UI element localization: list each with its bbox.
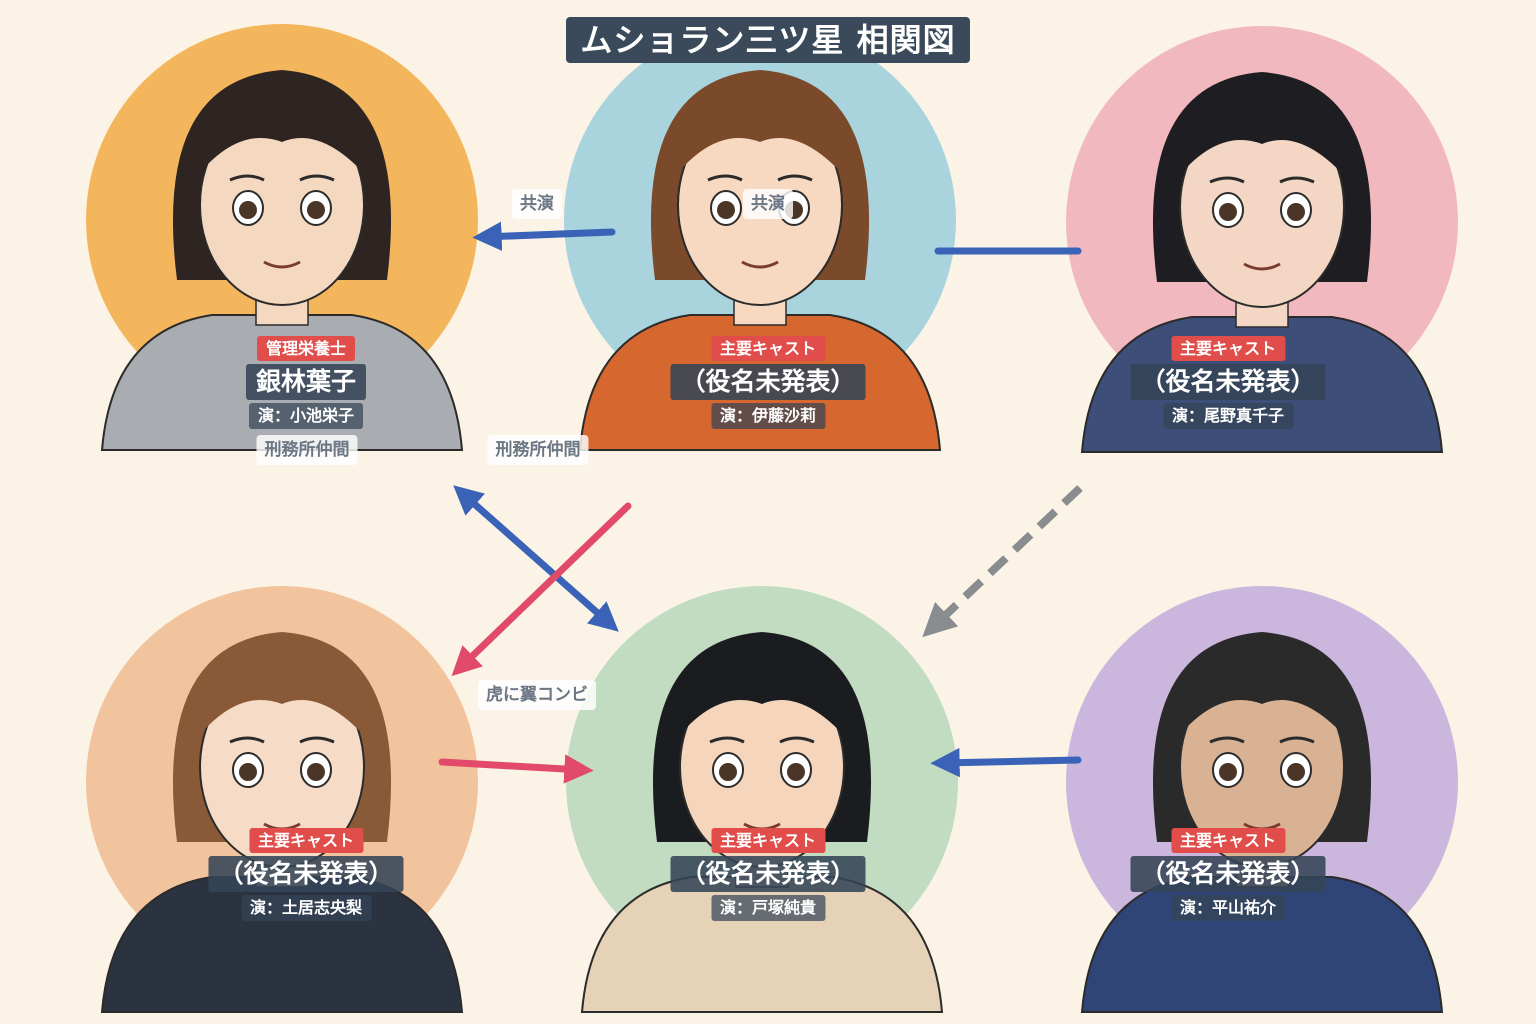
pupil: [307, 201, 325, 219]
actor-credit: 演：平山祐介: [1170, 895, 1286, 921]
character-name: （役名未発表）: [1130, 856, 1326, 892]
mouth: [741, 260, 779, 269]
mouth: [1243, 262, 1281, 271]
pupil: [719, 763, 737, 781]
role-badge: 管理栄養士: [256, 336, 356, 361]
pupil: [239, 201, 257, 219]
eyebrow: [299, 736, 335, 744]
pupil: [1287, 763, 1305, 781]
character-label-ginbayashi: 管理栄養士 銀林葉子 演：小池栄子: [245, 336, 367, 429]
pupil: [307, 763, 325, 781]
arrow-prison-mates: [453, 485, 619, 632]
eyebrow: [777, 174, 813, 182]
hair-bangs: [1174, 99, 1350, 182]
character-label-hirayama: 主要キャスト （役名未発表） 演：平山祐介: [1130, 828, 1326, 921]
character-label-ono: 主要キャスト （役名未発表） 演：尾野真千子: [1130, 336, 1326, 429]
relation-label-prison-mates-right: 刑務所仲間: [487, 435, 589, 465]
role-badge: 主要キャスト: [1170, 336, 1286, 361]
character-name: （役名未発表）: [208, 856, 404, 892]
pupil: [1219, 763, 1237, 781]
eyebrow: [1279, 736, 1315, 744]
mouth: [263, 260, 301, 269]
actor-credit: 演：戸塚純貴: [710, 895, 826, 921]
character-name: （役名未発表）: [670, 364, 866, 400]
arrow-ito-to-doi: [451, 502, 632, 677]
eyebrow: [707, 174, 743, 182]
diagram-title: ムショラン三ツ星 相関図: [566, 17, 970, 63]
character-label-doi: 主要キャスト （役名未発表） 演：土居志央梨: [208, 828, 404, 921]
arrow-tora-ni-tsubasa-duo: [438, 754, 594, 784]
actor-credit: 演：伊藤沙莉: [710, 403, 826, 429]
eyebrow: [229, 736, 265, 744]
arrow-hirayama-to-totsuka: [930, 747, 1082, 778]
actor-credit: 演：小池栄子: [248, 403, 364, 429]
character-name: 銀林葉子: [245, 364, 367, 400]
eyebrow: [229, 174, 265, 182]
actor-credit: 演：土居志央梨: [240, 895, 372, 921]
character-label-ito: 主要キャスト （役名未発表） 演：伊藤沙莉: [670, 336, 866, 429]
eyebrow: [1209, 176, 1245, 184]
portrait-totsuka: [580, 632, 944, 1013]
relation-label-prison-mates-left: 刑務所仲間: [256, 435, 358, 465]
hair-bangs: [194, 659, 370, 742]
hair-bangs: [672, 97, 848, 180]
character-label-totsuka: 主要キャスト （役名未発表） 演：戸塚純貴: [670, 828, 866, 921]
pupil: [787, 763, 805, 781]
pupil: [1287, 203, 1305, 221]
actor-credit: 演：尾野真千子: [1162, 403, 1294, 429]
eyebrow: [1209, 736, 1245, 744]
role-badge: 主要キャスト: [710, 336, 826, 361]
pupil: [239, 763, 257, 781]
role-badge: 主要キャスト: [248, 828, 364, 853]
eyebrow: [779, 736, 815, 744]
relation-label-costar-left: 共演: [512, 189, 562, 219]
character-name: （役名未発表）: [670, 856, 866, 892]
hair-bangs: [194, 97, 370, 180]
portrait-doi: [100, 632, 464, 1013]
relation-label-tora-ni-tsubasa: 虎に翼コンビ: [478, 680, 596, 710]
arrow-costar-to-ginbayashi: [472, 221, 616, 252]
eyebrow: [709, 736, 745, 744]
role-badge: 主要キャスト: [1170, 828, 1286, 853]
relation-label-costar-right: 共演: [743, 189, 793, 219]
pupil: [1219, 203, 1237, 221]
role-badge: 主要キャスト: [710, 828, 826, 853]
pupil: [717, 201, 735, 219]
eyebrow: [1279, 176, 1315, 184]
hair-bangs: [674, 659, 850, 742]
relation-arrows: [438, 221, 1083, 784]
arrow-dashed-ono-to-totsuka: [922, 485, 1083, 638]
character-name: （役名未発表）: [1130, 364, 1326, 400]
hair-bangs: [1174, 659, 1350, 742]
eyebrow: [299, 174, 335, 182]
portrait-ito: [578, 70, 942, 451]
